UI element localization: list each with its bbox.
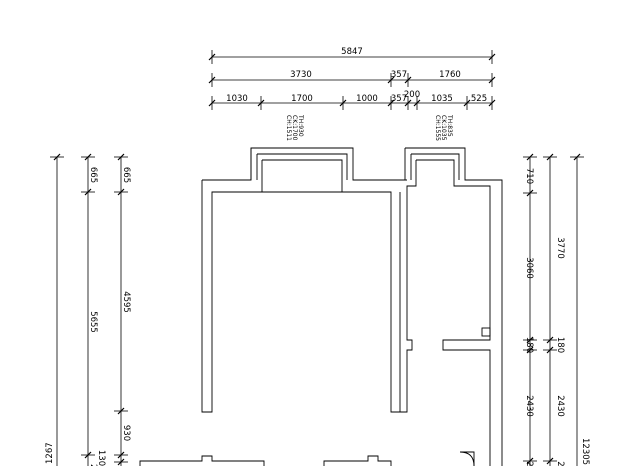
dim-right-inner-1: 710 (524, 168, 534, 184)
dim-row2-1: 3730 (290, 70, 312, 80)
dim-right-middle-4: 2 (555, 461, 565, 466)
dim-left-inner-2: 4595 (121, 291, 131, 313)
dim-left-inner-1: 665 (121, 167, 131, 183)
top-dimension-ticks (208, 53, 496, 107)
dim-row2-3: 1760 (439, 70, 461, 80)
dim-right-middle-3: 2430 (555, 395, 565, 417)
dim-row3-5: 200 (404, 90, 420, 100)
window-note-left: CH:1511 CK:1700 TH:930 (285, 114, 304, 141)
dim-right-inner-2: 3060 (524, 257, 534, 279)
dim-right-middle-2: 180 (555, 337, 565, 353)
wall-outlines (139, 147, 503, 466)
dim-right-inner-4: 2430 (524, 395, 534, 417)
window-note-right: CH:1555 CK:1035 TH:835 (434, 114, 453, 141)
dim-left-inner-4: 130 (96, 450, 106, 466)
window-note-right-ck: CK:1035 (440, 115, 447, 141)
window-note-left-th: TH:930 (297, 114, 304, 137)
dim-row3-6: 1035 (431, 94, 453, 104)
left-dimension-ticks (53, 153, 125, 466)
dim-row2-2: 357 (391, 70, 407, 80)
dim-overall-width: 5847 (341, 47, 363, 57)
window-note-left-ck: CK:1700 (291, 115, 298, 141)
dim-left-middle-1: 5655 (88, 311, 98, 333)
dim-left-inner-3: 930 (121, 425, 131, 441)
dim-left-outer: 1267 (45, 442, 55, 464)
window-note-right-ch: CH:1555 (434, 115, 441, 141)
dim-left-middle-2: 2 (88, 464, 98, 466)
window-note-left-ch: CH:1511 (285, 115, 292, 141)
window-note-right-th: TH:835 (446, 114, 453, 137)
dim-row3-7: 525 (471, 94, 487, 104)
dim-row3-1: 1030 (226, 94, 248, 104)
right-dimension-chains (523, 156, 584, 466)
dim-right-inner-3: 180 (524, 337, 534, 353)
dim-row3-3: 1000 (356, 94, 378, 104)
dim-right-middle-1: 3770 (555, 237, 565, 259)
dim-right-inner-5: 2 (524, 461, 534, 466)
dim-row3-2: 1700 (291, 94, 313, 104)
dim-row3-4: 357 (391, 94, 407, 104)
dim-right-outer: 12305 (580, 438, 590, 465)
right-dimension-ticks (526, 153, 581, 465)
dim-left-middle-top: 665 (88, 167, 98, 183)
